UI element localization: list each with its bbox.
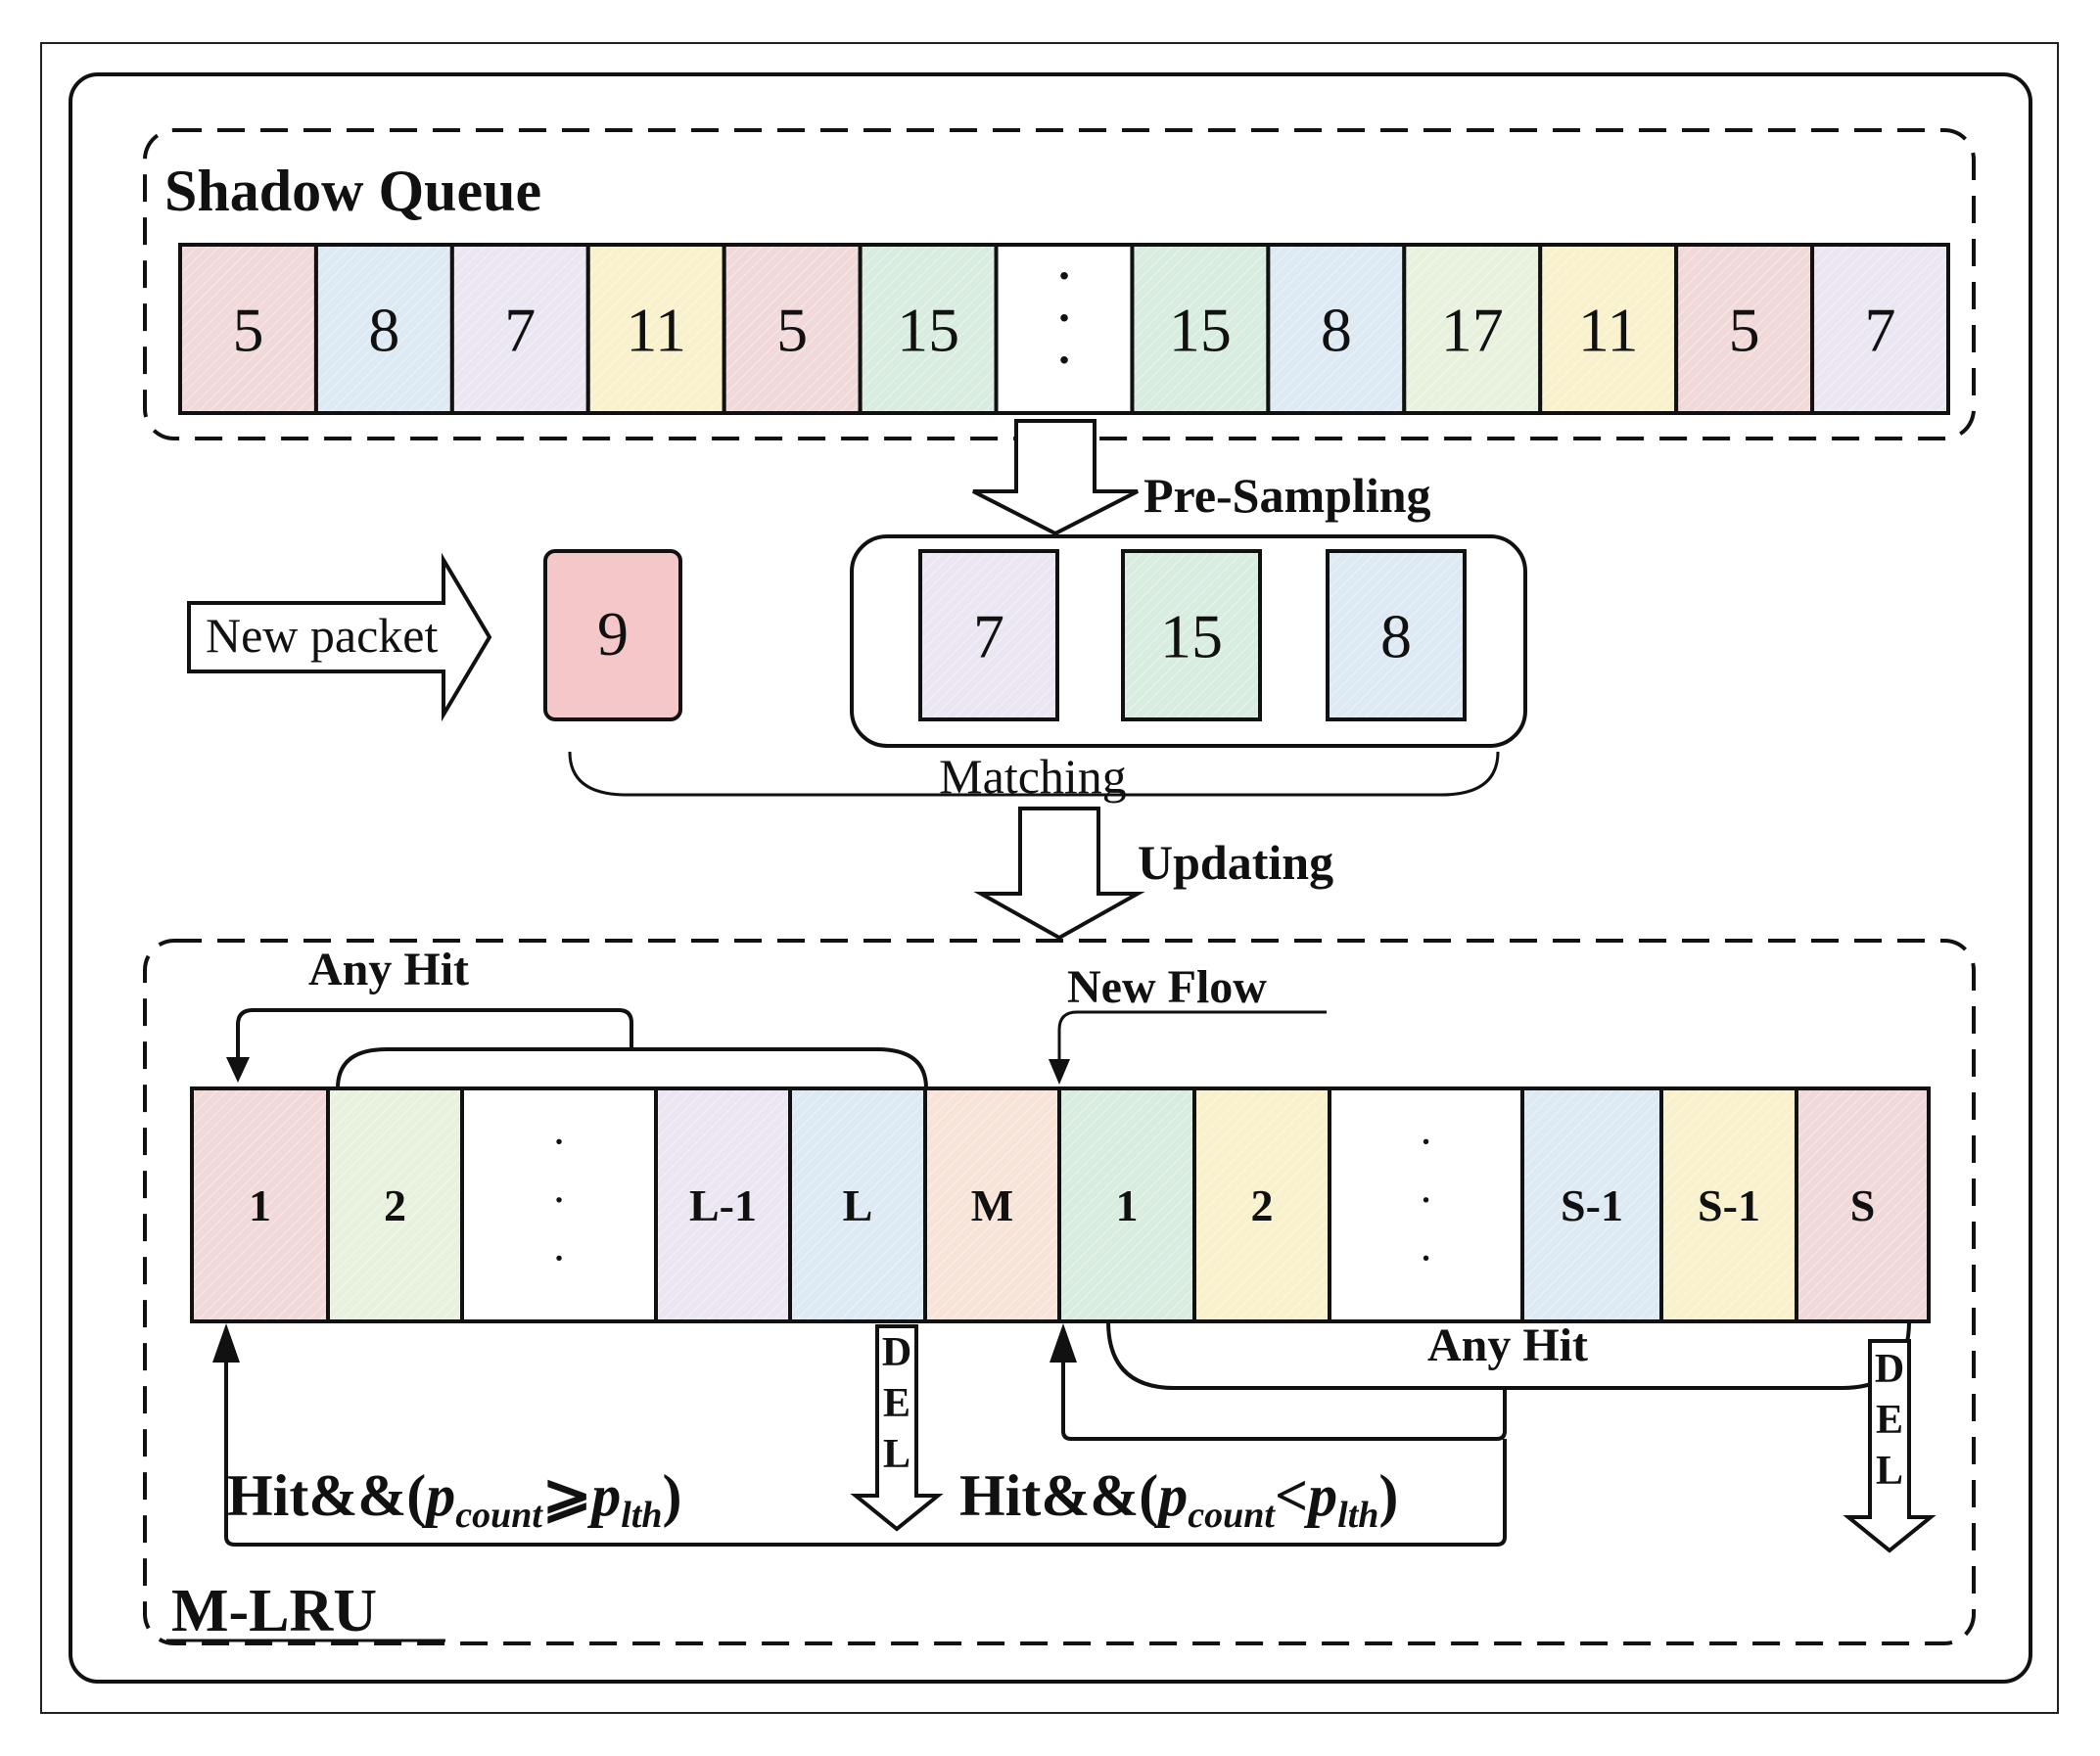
mlru-cell-label: 1 — [249, 1180, 271, 1230]
shadow-queue-cell-hatch — [1814, 247, 1946, 411]
sample-cells: 7 15 8 — [918, 549, 1467, 721]
sample-cell-label: 15 — [1160, 601, 1223, 670]
pre-sampling-arrow — [972, 419, 1139, 536]
mlru-cell-label: L-1 — [689, 1180, 757, 1230]
mlru-title: M-LRU — [171, 1578, 377, 1644]
new-flow-arrowhead — [1049, 1059, 1070, 1085]
new-packet-cell — [543, 549, 682, 721]
sample-cell-hatch — [1125, 553, 1258, 717]
mlru-cell-label: 2 — [1251, 1180, 1274, 1230]
matching-brace — [568, 751, 1500, 797]
shadow-queue-cell-dot: · — [1053, 325, 1074, 394]
shadow-queue-cell-label: 11 — [1578, 295, 1639, 364]
mlru-cell-label: S-1 — [1698, 1180, 1760, 1230]
any-hit-bottom-label: Any Hit — [1427, 1319, 1588, 1371]
outer-frame — [40, 42, 2059, 1714]
new-flow-line — [1057, 1010, 1327, 1065]
shadow-queue-cell-label: 5 — [232, 295, 263, 364]
mlru-cell-dot: · — [1419, 1175, 1433, 1225]
new-packet-label: New packet — [206, 608, 438, 663]
shadow-queue-cell-hatch — [862, 247, 995, 411]
hit-ge-condition: Hit&&(pcount⩾plth) — [227, 1463, 681, 1536]
mlru-cells: 1 2 · · · L-1 L M 1 2 · · · S-1 S-1 S — [190, 1086, 1931, 1323]
mlru-cell-label: M — [971, 1180, 1013, 1230]
hit-lt-condition: Hit&&(pcount<plth) — [959, 1463, 1398, 1536]
shadow-queue-title: Shadow Queue — [164, 159, 541, 223]
mlru-cell-hatch — [194, 1090, 326, 1319]
del-arrow-left — [850, 1324, 944, 1532]
shadow-queue-cell-dot: · — [1053, 241, 1074, 310]
shadow-queue-cell-dot: · — [1053, 283, 1074, 352]
shadow-queue-cell-hatch — [725, 247, 859, 411]
mlru-region — [143, 939, 1976, 1645]
any-hit-top-arrowhead — [226, 1057, 250, 1083]
shadow-queue-cell-label: 15 — [1169, 295, 1232, 364]
top-brace — [336, 1047, 928, 1089]
sample-cell-hatch — [1330, 553, 1463, 717]
mlru-cell-hatch — [330, 1090, 460, 1319]
updating-label: Updating — [1138, 835, 1333, 890]
mlru-cell-hatch — [658, 1090, 788, 1319]
matching-label: Matching — [939, 749, 1127, 804]
shadow-queue-cell-label: 15 — [897, 295, 959, 364]
shadow-queue-cell-hatch — [1678, 247, 1811, 411]
hit-lt-loop — [1061, 1351, 1507, 1441]
shadow-queue-cell-label: 8 — [1321, 295, 1352, 364]
mlru-cell-hatch — [927, 1090, 1057, 1319]
shadow-queue-cell-hatch — [1542, 247, 1675, 411]
mlru-cell-hatch — [1061, 1090, 1192, 1319]
any-hit-top-label: Any Hit — [308, 944, 469, 995]
shadow-queue-cell-hatch — [317, 247, 450, 411]
shadow-queue-cell-hatch — [182, 247, 314, 411]
shadow-queue-cell — [994, 243, 1135, 415]
mlru-cell-dot: · — [551, 1117, 566, 1167]
sample-cell-label: 7 — [973, 601, 1004, 670]
mlru-cell-hatch — [1524, 1090, 1659, 1319]
shadow-queue-cell-label: 7 — [1865, 295, 1896, 364]
any-hit-top-loop — [236, 1008, 633, 1063]
mlru-cell-label: 1 — [1116, 1180, 1139, 1230]
shadow-queue-cell-hatch — [453, 247, 586, 411]
mlru-cell-hatch — [1663, 1090, 1795, 1319]
hit-lt-arrowhead — [1050, 1323, 1077, 1363]
mlru-cell-hatch — [1196, 1090, 1328, 1319]
mlru-cell — [460, 1086, 658, 1323]
shadow-queue-cell-hatch — [1270, 247, 1403, 411]
pre-sampling-label: Pre-Sampling — [1143, 468, 1431, 523]
shadow-queue-cell-hatch — [1406, 247, 1539, 411]
sample-cell-hatch — [922, 553, 1055, 717]
updating-arrow — [973, 807, 1145, 941]
mlru-cell-dot: · — [1419, 1117, 1433, 1167]
shadow-queue-cell-label: 8 — [368, 295, 399, 364]
mlru-cell-label: 2 — [384, 1180, 406, 1230]
shadow-queue-cell-label: 5 — [1729, 295, 1760, 364]
new-packet-arrow — [187, 552, 492, 722]
mlru-cell-dot: · — [1419, 1233, 1433, 1283]
mlru-cell-dot: · — [551, 1233, 566, 1283]
shadow-queue-cell-label: 17 — [1441, 295, 1504, 364]
shadow-queue-cell-hatch — [589, 247, 723, 411]
shadow-queue-cell-label: 7 — [504, 295, 536, 364]
inner-frame — [69, 72, 2032, 1684]
del-arrow-right — [1843, 1339, 1937, 1553]
new-packet-value: 9 — [597, 599, 629, 669]
hit-ge-arrowhead — [212, 1323, 240, 1363]
mlru-cell-label: S-1 — [1561, 1180, 1623, 1230]
shadow-queue-cell-label: 11 — [626, 295, 686, 364]
sample-group — [850, 534, 1527, 748]
hit-ge-loop — [224, 1351, 1507, 1547]
mlru-cell-hatch — [1798, 1090, 1927, 1319]
mlru-cell-label: S — [1850, 1180, 1876, 1230]
mlru-cell-dot: · — [551, 1175, 566, 1225]
shadow-queue-cell-label: 5 — [776, 295, 808, 364]
shadow-queue-cell-hatch — [1134, 247, 1267, 411]
new-flow-label: New Flow — [1067, 961, 1267, 1013]
sample-cell-label: 8 — [1380, 601, 1412, 670]
mlru-cell-label: L — [843, 1180, 873, 1230]
mlru-cell-hatch — [792, 1090, 923, 1319]
